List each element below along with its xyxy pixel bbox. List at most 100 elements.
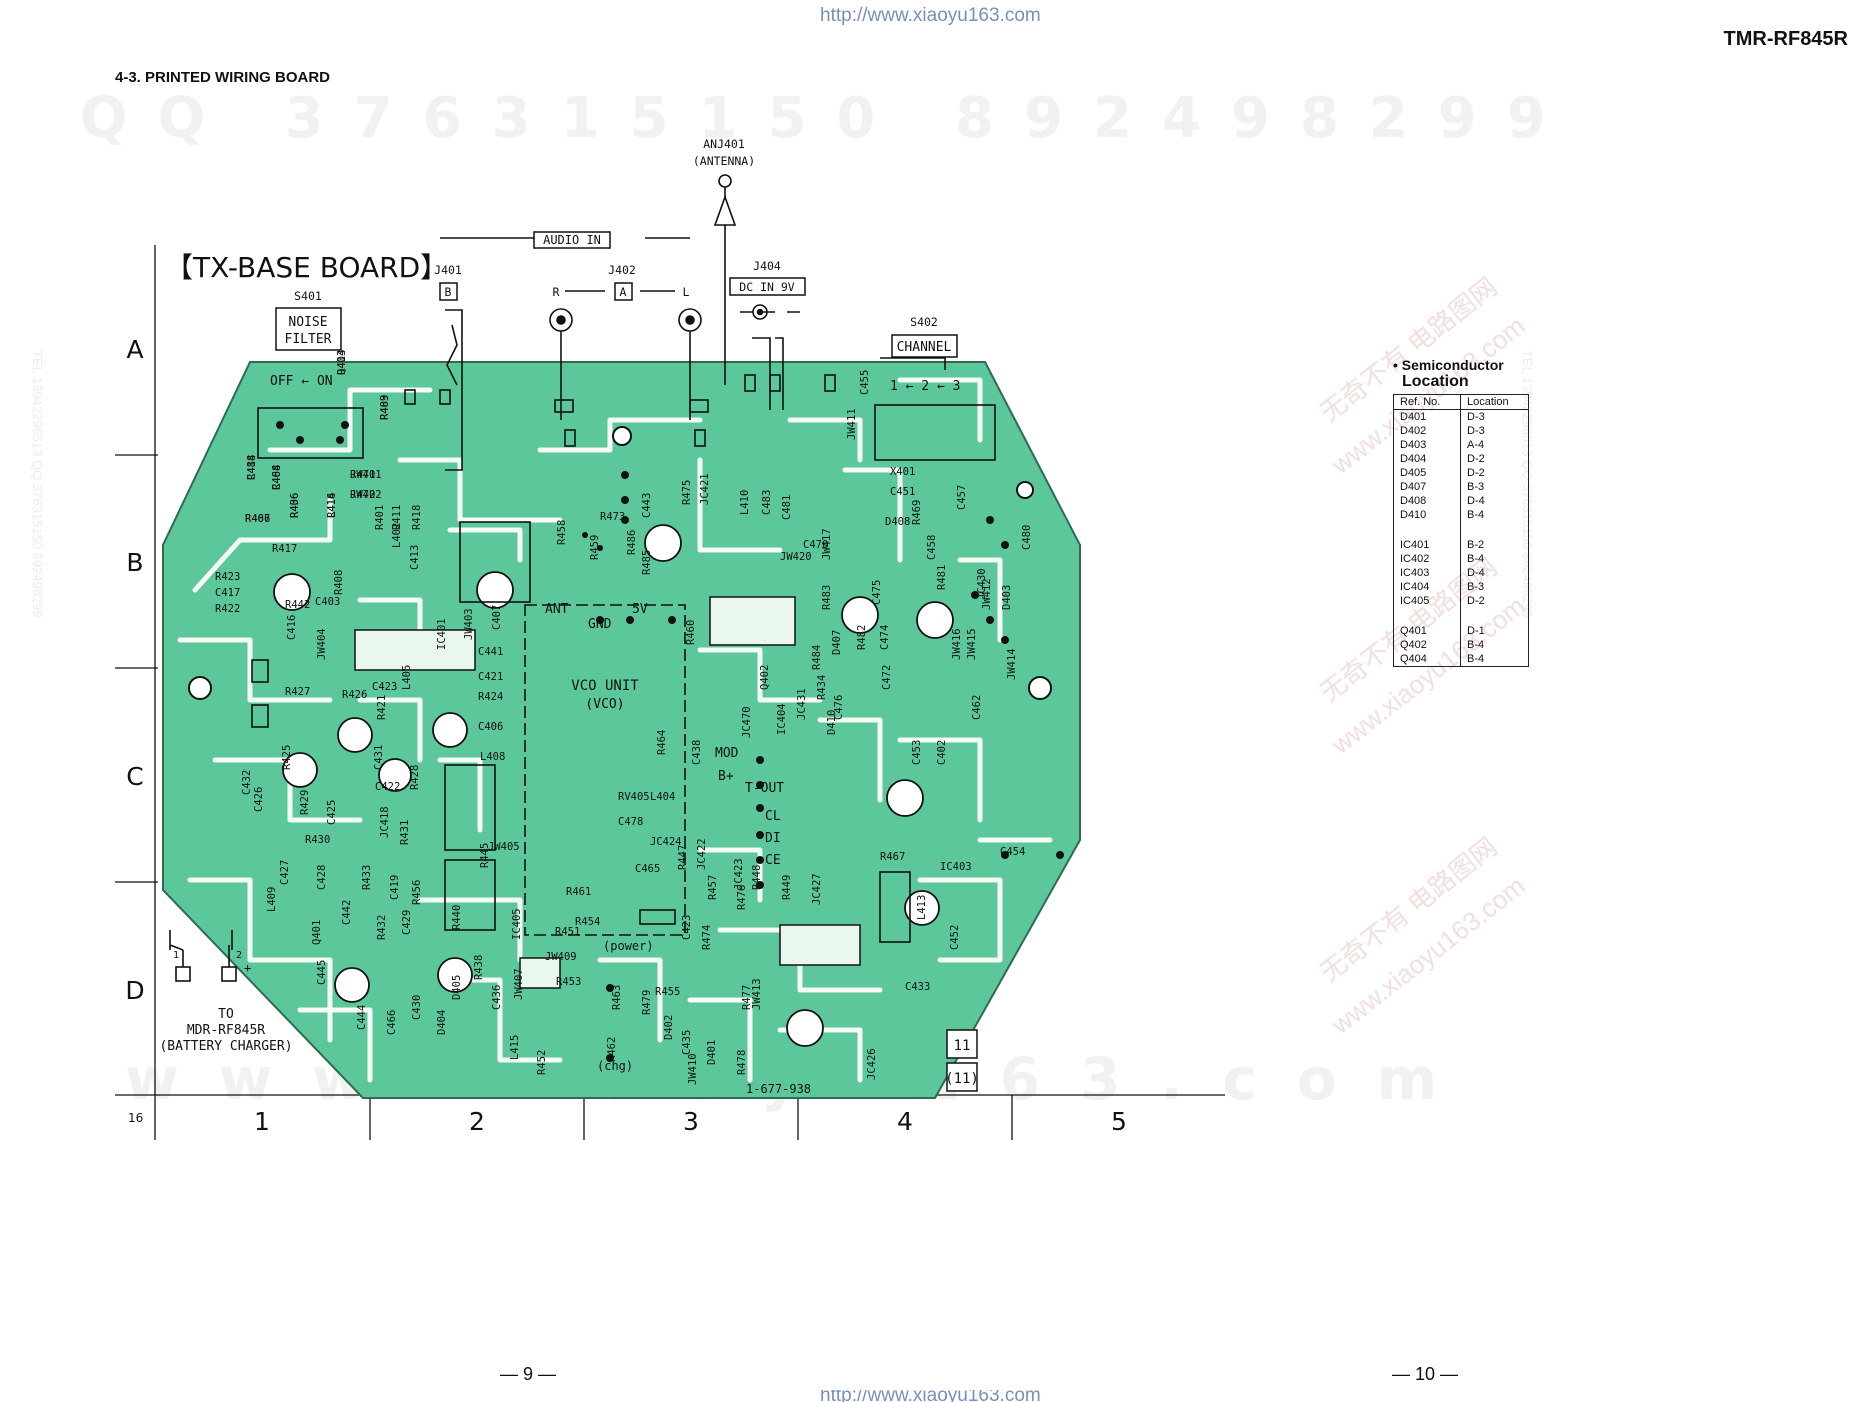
grid-col-1: 1 [254, 1107, 270, 1136]
ref-no-cell: D401 [1400, 411, 1427, 423]
component-label: C470 [803, 539, 828, 551]
component-label: R472 [350, 489, 375, 501]
component-label: R476 [736, 885, 748, 910]
spacer-cell [1394, 608, 1461, 624]
pcb-label-vco: (VCO) [585, 697, 624, 712]
ref-no-cell: D404 [1400, 453, 1427, 465]
col-header-location: Location [1460, 395, 1528, 410]
component-label: R473 [600, 511, 625, 523]
component-label: D404 [436, 1010, 448, 1035]
component-label: JC426 [866, 1048, 878, 1080]
component-label: R475 [681, 480, 693, 505]
component-label: R479 [641, 990, 653, 1015]
component-label: R478 [736, 1050, 748, 1075]
url-top[interactable]: http://www.xiaoyu163.com [820, 5, 1041, 26]
component-label: JW403 [463, 608, 475, 640]
ref-no-cell: D402 [1400, 425, 1427, 437]
component-label: C427 [279, 860, 291, 885]
component-label: L414 [326, 493, 338, 518]
component-label: R469 [911, 500, 923, 525]
component-label: Q401 [311, 920, 323, 945]
component-label: C451 [890, 486, 915, 498]
ref-no-cell: IC405 [1400, 595, 1430, 607]
component-label: JC427 [811, 873, 823, 905]
pcb-label-box-11p: (11) [945, 1071, 979, 1087]
component-label: C455 [859, 370, 871, 395]
component-label: JC431 [796, 688, 808, 720]
location-cell: B-4 [1460, 652, 1528, 666]
component-label: JW404 [316, 628, 328, 660]
pcb-label-conn-1: 1 [173, 950, 179, 961]
component-label: R463 [611, 985, 623, 1010]
component-label: C454 [1000, 846, 1025, 858]
component-label: JW416 [951, 628, 963, 660]
component-label: R461 [566, 886, 591, 898]
component-label: R451 [555, 926, 580, 938]
component-label: R411 [391, 505, 403, 530]
component-label: C474 [879, 625, 891, 650]
table-group-spacer [1394, 608, 1528, 624]
component-label: C443 [641, 493, 653, 518]
component-label: C480 [1021, 525, 1033, 550]
component-label: JW401 [350, 469, 382, 481]
location-cell: D-4 [1460, 566, 1528, 580]
component-label: R422 [215, 603, 240, 615]
component-label: R455 [655, 986, 680, 998]
watermark-qq-left: QQ 376315150 [80, 86, 906, 151]
component-label: C462 [971, 695, 983, 720]
component-label: L404 [650, 791, 675, 803]
component-label: JC470 [741, 706, 753, 738]
component-label: JW414 [1006, 648, 1018, 680]
semiconductor-subtitle: Location [1402, 373, 1469, 390]
ref-no-cell: IC401 [1400, 539, 1430, 551]
component-label: L413 [916, 895, 928, 920]
pcb-label-bplus: B+ [718, 769, 734, 784]
component-label: R485 [641, 550, 653, 575]
component-label: D410 [826, 710, 838, 735]
ref-no-cell: Q404 [1400, 653, 1427, 665]
component-label: C476 [833, 695, 845, 720]
component-label: R406 [289, 493, 301, 518]
component-label: D401 [706, 1040, 718, 1065]
component-label: JW405 [488, 841, 520, 853]
component-label: C406 [478, 721, 503, 733]
location-cell: D-2 [1460, 466, 1528, 480]
location-cell: D-1 [1460, 624, 1528, 638]
grid-row-b: B [126, 548, 143, 577]
component-label: R454 [575, 916, 600, 928]
grid-row-d: D [125, 976, 144, 1005]
component-label: R438 [473, 955, 485, 980]
page-number-left: — 9 — [500, 1364, 557, 1384]
ref-no-cell: D408 [1400, 495, 1427, 507]
pcb-label-to-target: MDR-RF845R [187, 1023, 265, 1038]
component-label: L408 [480, 751, 505, 763]
component-label: JC423 [733, 858, 745, 890]
component-label: JW415 [966, 628, 978, 660]
url-bottom[interactable]: http://www.xiaoyu163.com [820, 1390, 1041, 1402]
component-label: R431 [399, 820, 411, 845]
ref-no-cell: Q402 [1400, 639, 1427, 651]
component-label: R414 [246, 455, 258, 480]
component-label: C481 [781, 495, 793, 520]
component-label: R403 [379, 395, 391, 420]
ref-no-cell: IC404 [1400, 581, 1430, 593]
pcb-label-off-on: OFF ← ON [270, 374, 333, 389]
pcb-label-tout: T-OUT [745, 781, 784, 796]
pcb-label-chg: (chg) [597, 1059, 633, 1073]
component-label: C457 [956, 485, 968, 510]
component-label: R471 [350, 469, 375, 481]
table-row: Q404 B-4 [1394, 652, 1528, 666]
component-label: L402 [391, 523, 403, 548]
pcb-label-channel-positions: 1 ← 2 ← 3 [890, 379, 960, 394]
component-label: D402 [663, 1015, 675, 1040]
component-label: JW412 [981, 578, 993, 610]
